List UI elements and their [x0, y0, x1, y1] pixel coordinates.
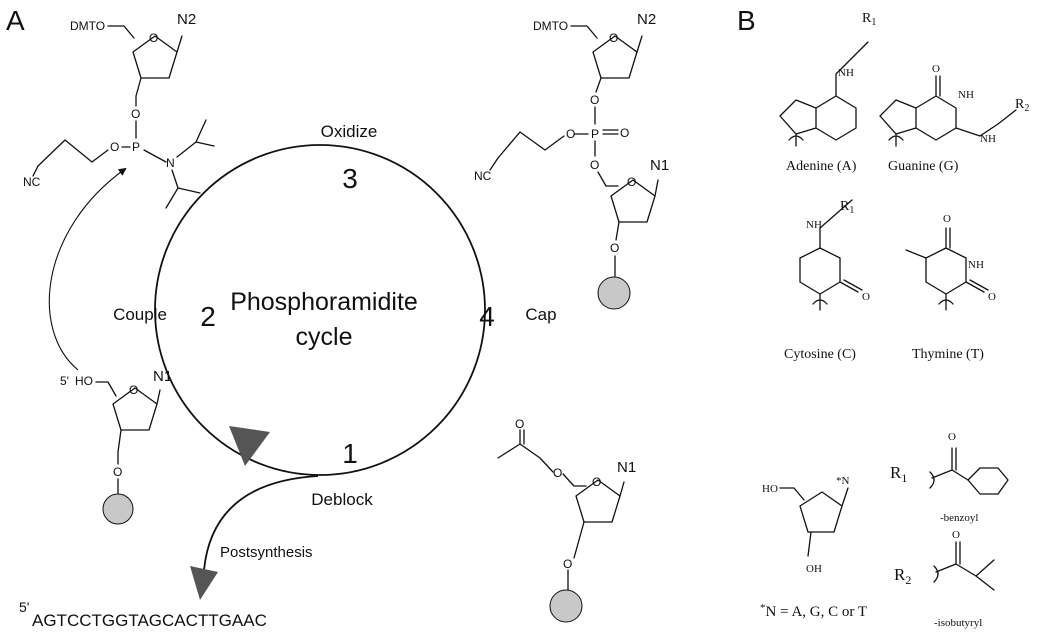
svg-text:P: P [132, 140, 140, 154]
step-1-number: 1 [342, 438, 358, 469]
adenine-structure: NH R1 Adenine (A) [779, 11, 876, 174]
n2-label-tl: N2 [177, 11, 196, 28]
support-bead-top-right [597, 276, 631, 310]
svg-text:O: O [149, 31, 158, 45]
svg-text:O: O [553, 466, 562, 480]
svg-text:O: O [113, 465, 122, 479]
svg-text:*N: *N [836, 475, 850, 487]
n-note: *N = A, G, C or T [760, 602, 867, 620]
svg-text:R2: R2 [1015, 97, 1029, 114]
svg-text:NH: NH [806, 219, 822, 231]
svg-text:N1: N1 [617, 459, 636, 476]
thymine-label: Thymine (T) [912, 347, 984, 362]
svg-text:HO: HO [762, 483, 778, 495]
support-bead-bottom-right [549, 589, 583, 623]
dmto-label-tl: DMTO [70, 19, 105, 33]
postsynthesis-label: Postsynthesis [220, 544, 313, 561]
svg-text:O: O [627, 175, 636, 189]
benzoyl-group: R1 O -benzoyl [890, 431, 1009, 524]
svg-text:O: O [563, 557, 572, 571]
svg-text:N1: N1 [153, 368, 172, 385]
svg-text:R2: R2 [894, 565, 911, 587]
cycle-arrowhead [229, 426, 270, 466]
svg-text:O: O [932, 63, 940, 75]
svg-text:O: O [620, 126, 629, 140]
sequence-text: AGTCCTGGTAGCACTTGAAC [32, 611, 267, 630]
svg-text:N: N [166, 156, 175, 170]
support-bound-nucleoside: 5' HO O N1 O [60, 368, 172, 525]
svg-text:NH: NH [838, 67, 854, 79]
step-2-number: 2 [200, 301, 216, 332]
step-1-name: Deblock [311, 490, 373, 509]
isobutyryl-group: R2 O -isobutyryl [894, 529, 995, 629]
svg-text:O: O [110, 140, 119, 154]
support-bead-left [102, 493, 134, 525]
cycle-center-line1: Phosphoramidite [230, 288, 418, 316]
postsynthesis-arrowhead [190, 566, 218, 600]
guanine-label: Guanine (G) [888, 159, 959, 174]
step-3-name: Oxidize [321, 122, 378, 141]
svg-text:O: O [952, 529, 960, 541]
isobutyryl-label: -isobutyryl [934, 617, 982, 629]
guanine-structure: O NH NH R2 Guanine (G) [879, 63, 1029, 174]
cycle-circle [154, 144, 486, 476]
cytosine-structure: NH R1 O Cytosine (C) [784, 199, 870, 362]
coupling-arrow [48, 167, 127, 371]
svg-text:O: O [948, 431, 956, 443]
svg-text:O: O [590, 158, 599, 172]
svg-text:O: O [862, 291, 870, 303]
adenine-label: Adenine (A) [786, 159, 857, 174]
svg-text:P: P [591, 127, 599, 141]
svg-text:O: O [590, 93, 599, 107]
panel-a-label: A [6, 5, 25, 36]
generic-deoxyribose: HO *N OH [762, 475, 850, 575]
postsynthesis-arrow [203, 475, 319, 571]
svg-text:N2: N2 [637, 11, 656, 28]
svg-text:O: O [131, 107, 140, 121]
svg-text:R1: R1 [840, 199, 854, 216]
svg-text:O: O [988, 291, 996, 303]
svg-text:NH: NH [980, 133, 996, 145]
svg-text:DMTO: DMTO [533, 19, 568, 33]
dinucleotide-intermediate: DMTO O N2 O P O O NC O O N1 O [474, 11, 669, 310]
svg-text:O: O [610, 241, 619, 255]
svg-text:R1: R1 [890, 463, 907, 485]
svg-text:NC: NC [474, 169, 492, 183]
cycle-center-line2: cycle [296, 323, 353, 351]
svg-text:O: O [515, 417, 524, 431]
capped-nucleoside: O O O N1 O [497, 417, 636, 623]
svg-text:O: O [609, 31, 618, 45]
svg-text:NC: NC [23, 175, 41, 189]
svg-text:O: O [943, 213, 951, 225]
svg-text:R1: R1 [862, 11, 876, 28]
phosphoramidite-monomer: DMTO O N2 O P O NC N [23, 11, 215, 209]
sequence-prime: 5' [19, 599, 29, 615]
step-2-name: Couple [113, 305, 167, 324]
five-prime-label: 5' [60, 374, 69, 388]
svg-text:O: O [592, 475, 601, 489]
svg-text:OH: OH [806, 563, 822, 575]
svg-text:NH: NH [968, 259, 984, 271]
star-n-label: *N [836, 475, 850, 487]
cytosine-label: Cytosine (C) [784, 347, 856, 362]
thymine-structure: O NH O Thymine (T) [905, 213, 996, 362]
svg-text:NH: NH [958, 89, 974, 101]
step-4-number: 4 [479, 301, 495, 332]
ho-label: HO [75, 374, 93, 388]
svg-text:N1: N1 [650, 157, 669, 174]
svg-text:O: O [566, 127, 575, 141]
panel-b-label: B [737, 5, 756, 36]
step-4-name: Cap [525, 305, 556, 324]
svg-text:O: O [129, 383, 138, 397]
benzoyl-label: -benzoyl [940, 512, 978, 524]
step-3-number: 3 [342, 163, 358, 194]
